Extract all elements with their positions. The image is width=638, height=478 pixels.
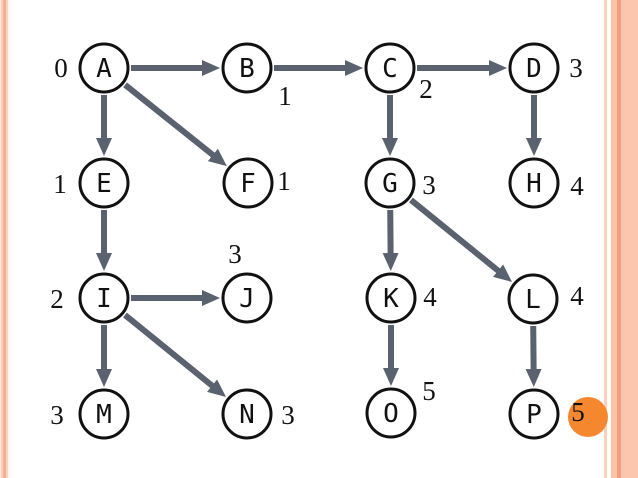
node-H: H — [508, 157, 560, 209]
node-circle-H — [508, 157, 560, 209]
node-label-D: D — [526, 54, 542, 84]
level-label-C: 2 — [419, 74, 433, 104]
level-label-D: 3 — [569, 53, 583, 83]
node-label-C: C — [382, 54, 398, 84]
node-label-H: H — [526, 169, 542, 199]
level-label-K: 4 — [423, 282, 437, 312]
node-label-B: B — [239, 54, 255, 84]
node-D: D — [508, 42, 560, 94]
level-label-A: 0 — [54, 53, 68, 83]
node-label-O: O — [383, 399, 399, 429]
level-label-P: 5 — [571, 397, 585, 427]
level-label-G: 3 — [422, 170, 436, 200]
node-M: M — [78, 388, 130, 440]
right-border-stripe — [604, 0, 638, 478]
node-circle-K — [365, 272, 417, 324]
level-label-E: 1 — [53, 169, 67, 199]
node-circle-N — [221, 388, 273, 440]
level-label-I: 2 — [50, 284, 64, 314]
node-circle-B — [221, 42, 273, 94]
node-C: C — [364, 42, 416, 94]
node-circle-P — [508, 388, 560, 440]
node-label-P: P — [526, 400, 542, 430]
node-circle-L — [507, 273, 559, 325]
node-label-J: J — [239, 284, 255, 314]
node-K: K — [365, 272, 417, 324]
node-J: J — [221, 272, 273, 324]
node-circle-M — [78, 388, 130, 440]
level-label-N: 3 — [281, 400, 295, 430]
level-label-B: 1 — [278, 81, 292, 111]
edge-I-N — [123, 312, 227, 397]
level-label-J: 3 — [228, 239, 242, 269]
node-label-E: E — [96, 169, 112, 199]
node-G: G — [364, 157, 416, 209]
node-O: O — [365, 387, 417, 439]
node-label-F: F — [240, 169, 256, 199]
node-circle-C — [364, 42, 416, 94]
node-label-I: I — [96, 284, 112, 314]
node-label-A: A — [96, 54, 112, 84]
node-circle-E — [78, 157, 130, 209]
node-P: P — [508, 388, 560, 440]
node-circle-G — [364, 157, 416, 209]
node-circle-F — [222, 157, 274, 209]
node-B: B — [221, 42, 273, 94]
level-label-M: 3 — [50, 400, 64, 430]
node-label-M: M — [96, 400, 112, 430]
node-circle-J — [221, 272, 273, 324]
node-circle-O — [365, 387, 417, 439]
node-circle-D — [508, 42, 560, 94]
node-A: A — [78, 42, 130, 94]
highlight-circle — [568, 397, 608, 437]
node-label-N: N — [239, 400, 255, 430]
level-label-O: 5 — [422, 376, 436, 406]
level-label-H: 4 — [570, 171, 584, 201]
node-label-L: L — [525, 285, 541, 315]
left-border-stripe — [0, 0, 10, 478]
node-F: F — [222, 157, 274, 209]
edge-A-F — [123, 82, 227, 167]
node-label-K: K — [383, 284, 399, 314]
node-circle-I — [78, 272, 130, 324]
node-label-G: G — [382, 169, 398, 199]
level-label-L: 4 — [570, 281, 584, 311]
node-L: L — [507, 273, 559, 325]
node-I: I — [78, 272, 130, 324]
node-N: N — [221, 388, 273, 440]
edge-G-L — [409, 197, 513, 282]
level-label-F: 1 — [277, 166, 291, 196]
node-E: E — [78, 157, 130, 209]
node-circle-A — [78, 42, 130, 94]
